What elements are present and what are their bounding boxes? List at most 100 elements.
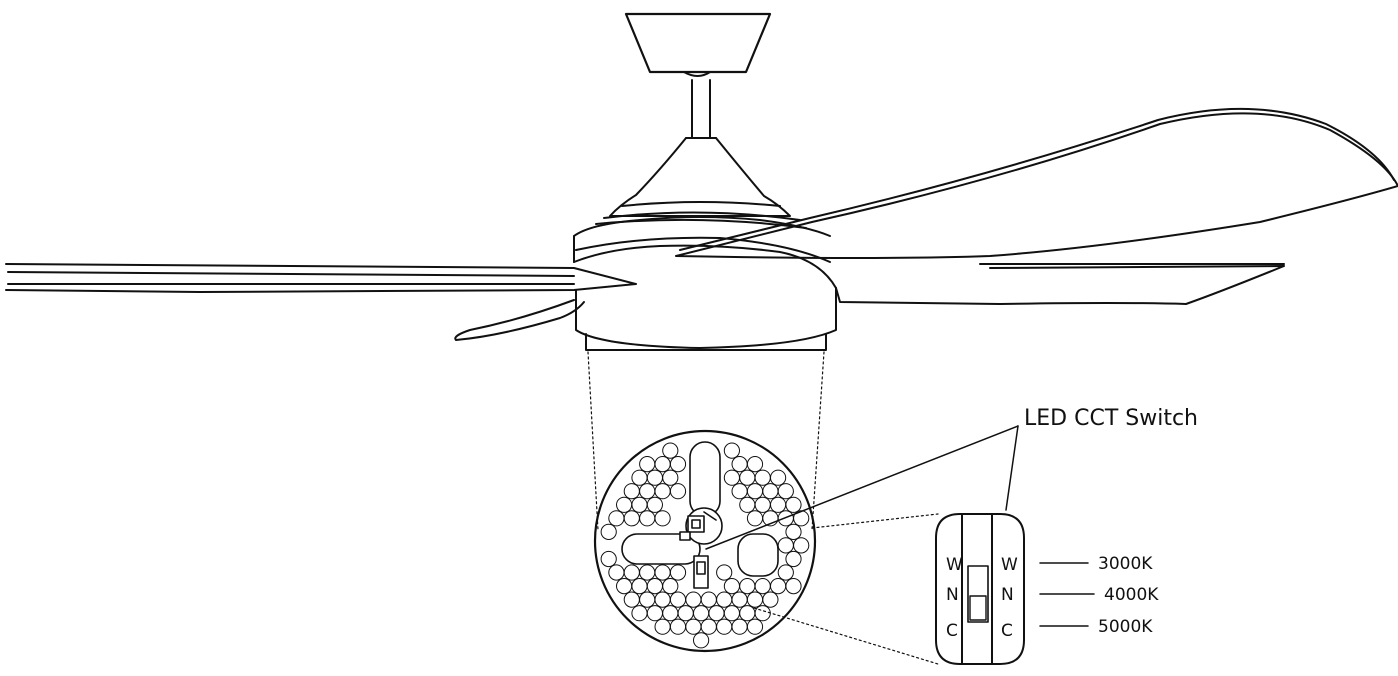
led-dot (754, 496, 771, 513)
led-dot (777, 564, 794, 581)
led-dot (716, 618, 733, 635)
led-dot (731, 456, 748, 473)
led-dot (669, 618, 687, 635)
led-dot (723, 605, 741, 622)
led-dot (623, 591, 640, 608)
led-dot (731, 591, 748, 608)
led-dot (662, 605, 679, 622)
led-dot (669, 456, 687, 473)
led-dot (762, 483, 779, 500)
led-dot (631, 496, 648, 513)
led-dot (669, 564, 687, 581)
led-dot (639, 483, 656, 500)
switch-right-c: C (1001, 621, 1013, 641)
led-dot (739, 605, 756, 622)
led-dot (731, 483, 748, 500)
led-dot (600, 523, 617, 541)
led-dot (754, 469, 771, 486)
led-dot (639, 510, 656, 527)
center-connector (679, 507, 723, 545)
led-dot (685, 618, 702, 635)
led-dot (723, 469, 741, 486)
led-dot (669, 591, 687, 608)
led-dot (616, 578, 633, 595)
led-dot (723, 578, 741, 595)
led-dot (716, 591, 733, 608)
led-dot (754, 578, 771, 595)
led-dot (785, 578, 802, 595)
led-dot (770, 496, 787, 513)
led-dot (654, 483, 671, 500)
led-dot (793, 537, 810, 554)
led-dot (646, 578, 664, 595)
led-dot (731, 618, 748, 635)
led-dot (754, 605, 771, 622)
ceiling-canopy (624, 12, 772, 74)
led-dot (700, 618, 717, 635)
led-dot (616, 496, 633, 513)
led-dot (762, 591, 779, 608)
led-dot (662, 469, 679, 486)
led-dot (646, 605, 664, 622)
led-dot (631, 578, 648, 595)
led-dot (654, 564, 671, 581)
led-dot (746, 483, 764, 500)
led-dot (700, 591, 717, 608)
led-dot (746, 591, 764, 608)
callout-title: LED CCT Switch (1024, 406, 1198, 431)
led-dot (623, 483, 640, 500)
led-dot (746, 510, 764, 527)
fan-blades (5, 107, 1398, 341)
led-dot (608, 564, 625, 581)
switch-left-c: C (946, 621, 958, 641)
cct-label-3000k: 3000K (1098, 554, 1153, 574)
led-dot (639, 456, 656, 473)
led-dot (639, 591, 656, 608)
led-dot (785, 523, 802, 541)
led-dot (708, 605, 725, 622)
led-dot (785, 550, 802, 568)
led-dot (770, 578, 787, 595)
led-dot (785, 496, 802, 513)
led-dot (662, 578, 679, 595)
led-dot (623, 510, 640, 527)
led-strips (621, 441, 779, 577)
downrod (683, 71, 717, 139)
led-dot (693, 632, 710, 649)
cct-leaders (1039, 562, 1095, 627)
led-dot (600, 550, 617, 568)
switch-right-w: W (1001, 555, 1018, 575)
led-dot (608, 510, 625, 527)
switch-letters-right: W N C (1001, 555, 1018, 641)
led-module (593, 429, 817, 653)
led-dot (739, 496, 756, 513)
led-dot (654, 591, 671, 608)
switch-left-n: N (946, 585, 959, 605)
cct-labels: 3000K 4000K 5000K (1098, 554, 1159, 637)
module-cct-switch (693, 555, 709, 589)
led-dot (777, 537, 794, 554)
led-dot (654, 456, 671, 473)
led-dot (746, 456, 764, 473)
switch-letters-left: W N C (946, 555, 963, 641)
led-dot (716, 564, 733, 581)
led-dot (646, 496, 664, 513)
cct-label-4000k: 4000K (1104, 585, 1159, 605)
led-dot (739, 578, 756, 595)
switch-right-n: N (1001, 585, 1014, 605)
switch-left-w: W (946, 555, 963, 575)
led-dot (693, 605, 710, 622)
led-dot (639, 564, 656, 581)
led-dot (646, 469, 664, 486)
led-dot (770, 469, 787, 486)
led-dot (746, 618, 764, 635)
callout-leaders (705, 425, 1019, 550)
led-dot (631, 605, 648, 622)
led-dot (685, 591, 702, 608)
led-dot (654, 618, 671, 635)
led-dot (669, 483, 687, 500)
led-dot (623, 564, 640, 581)
led-dot (723, 442, 741, 459)
